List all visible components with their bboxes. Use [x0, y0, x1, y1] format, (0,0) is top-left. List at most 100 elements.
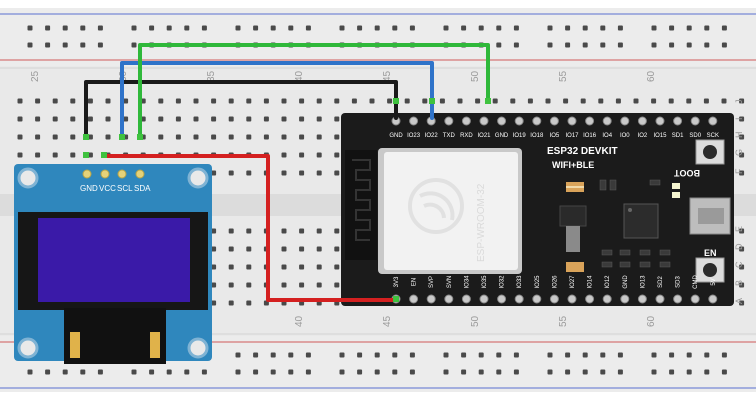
rail-hole	[131, 25, 137, 31]
breadboard-hole	[158, 116, 164, 122]
breadboard-hole	[17, 152, 23, 158]
rail-hole	[288, 352, 294, 358]
rail-hole	[496, 25, 502, 31]
esp32-pin[interactable]	[690, 294, 700, 304]
oled-pin-pad[interactable]	[117, 169, 127, 179]
breadboard-hole	[193, 98, 199, 104]
rail-hole	[651, 42, 657, 48]
esp32-pin[interactable]	[708, 116, 718, 126]
breadboard-hole	[387, 98, 393, 104]
rail-hole	[392, 352, 398, 358]
row-letter: D	[734, 243, 744, 250]
esp32-pin[interactable]	[444, 116, 454, 126]
esp32-pin[interactable]	[602, 294, 612, 304]
esp32-pin[interactable]	[585, 294, 595, 304]
esp32-pin-label: GND	[389, 133, 403, 139]
esp32-pin-label: RXD	[460, 133, 473, 139]
esp32-pin[interactable]	[673, 294, 683, 304]
rail-hole	[45, 25, 51, 31]
esp32-pin[interactable]	[655, 116, 665, 126]
col-num: 60	[646, 70, 657, 82]
wire-endpoints	[83, 98, 491, 302]
rail-hole	[686, 369, 692, 375]
top-power-rail	[0, 8, 756, 66]
breadboard-hole	[105, 98, 111, 104]
wire-vcc[interactable]	[102, 154, 398, 302]
oled-pin-pad[interactable]	[135, 169, 145, 179]
esp32-pin[interactable]	[532, 116, 542, 126]
esp32-pin[interactable]	[708, 294, 718, 304]
oled-display[interactable]: GND VCC SCL SDA	[14, 164, 212, 364]
esp32-pin[interactable]	[461, 294, 471, 304]
rail-hole	[131, 369, 137, 375]
wire-sda[interactable]	[138, 43, 490, 138]
esp32-pin[interactable]	[673, 116, 683, 126]
esp32-pin[interactable]	[637, 294, 647, 304]
esp32-pin[interactable]	[532, 294, 542, 304]
breadboard-hole	[87, 116, 93, 122]
esp32-pin-label: IO27	[570, 275, 576, 289]
breadboard-hole	[123, 98, 129, 104]
esp32-pin-label: IO19	[513, 133, 527, 139]
breadboard-hole	[70, 134, 76, 140]
rail-hole	[513, 352, 519, 358]
esp32-pin[interactable]	[567, 294, 577, 304]
rail-hole	[547, 352, 553, 358]
row-letter: J	[734, 100, 744, 105]
rail-hole	[253, 369, 259, 375]
wire-scl[interactable]	[120, 61, 434, 138]
esp32-pin[interactable]	[514, 294, 524, 304]
breadboard-hole	[615, 98, 621, 104]
esp32-pin[interactable]	[479, 116, 489, 126]
en-button[interactable]	[695, 257, 725, 283]
breadboard-hole	[739, 228, 745, 234]
rail-hole	[600, 352, 606, 358]
esp32-pin[interactable]	[514, 116, 524, 126]
rail-hole	[669, 42, 675, 48]
breadboard-hole	[175, 98, 181, 104]
esp32-pin[interactable]	[602, 116, 612, 126]
esp32-pin[interactable]	[409, 294, 419, 304]
esp32-pin[interactable]	[497, 294, 507, 304]
breadboard-hole	[228, 98, 234, 104]
esp32-pin[interactable]	[620, 294, 630, 304]
oled-pin-pad[interactable]	[100, 169, 110, 179]
esp32-pin-label: SVP	[429, 276, 435, 288]
esp32-board[interactable]: ESP-WROOM-32 ESP32 DEVKIT WIFI+BLE	[341, 113, 734, 306]
breadboard-hole	[52, 152, 58, 158]
esp32-pin[interactable]	[585, 116, 595, 126]
rail-hole	[478, 369, 484, 375]
esp32-pin[interactable]	[620, 116, 630, 126]
esp32-pin[interactable]	[655, 294, 665, 304]
breadboard-hole	[492, 98, 498, 104]
breadboard-hole	[299, 152, 305, 158]
oled-pin-pad[interactable]	[82, 169, 92, 179]
antenna	[345, 150, 377, 260]
breadboard-hole	[52, 134, 58, 140]
esp32-pin-label: SD0	[689, 133, 701, 139]
rail-hole	[288, 25, 294, 31]
esp32-pin[interactable]	[637, 116, 647, 126]
esp32-pin[interactable]	[549, 294, 559, 304]
esp32-pin[interactable]	[690, 116, 700, 126]
esp32-pin[interactable]	[461, 116, 471, 126]
breadboard-hole	[211, 134, 217, 140]
breadboard-hole	[211, 300, 217, 306]
rail-hole	[565, 352, 571, 358]
boot-button[interactable]	[695, 139, 725, 165]
boot-label: BOOT	[673, 168, 700, 178]
esp32-pin[interactable]	[549, 116, 559, 126]
rail-hole	[62, 369, 68, 375]
esp32-pin-label: IO33	[517, 275, 523, 289]
esp32-pin[interactable]	[567, 116, 577, 126]
esp32-pin[interactable]	[444, 294, 454, 304]
rail-hole	[443, 25, 449, 31]
rail-hole	[686, 352, 692, 358]
esp32-pin[interactable]	[479, 294, 489, 304]
esp32-pin[interactable]	[497, 116, 507, 126]
esp32-pin[interactable]	[409, 116, 419, 126]
esp32-pin[interactable]	[426, 294, 436, 304]
breadboard-hole	[70, 116, 76, 122]
rail-hole	[565, 42, 571, 48]
rail-hole	[201, 25, 207, 31]
